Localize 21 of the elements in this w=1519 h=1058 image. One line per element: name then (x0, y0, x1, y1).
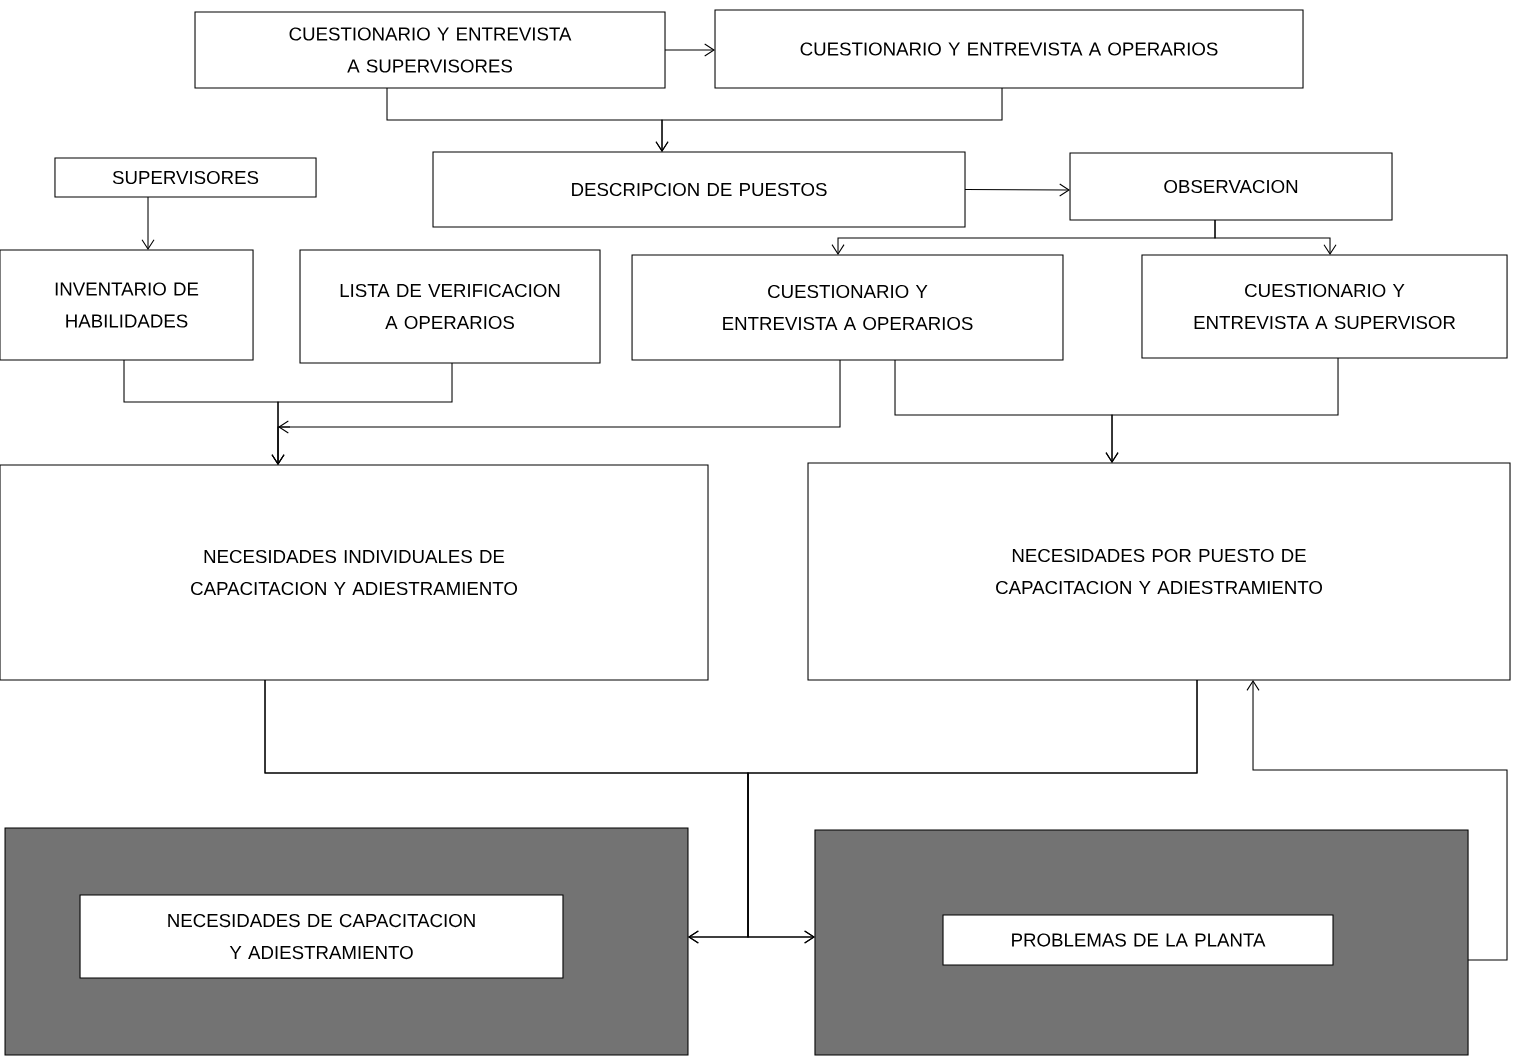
process-box: DESCRIPCION DE PUESTOS (432, 151, 966, 228)
process-box: CUESTIONARIO Y ENTREVISTA A SUPERVISOR (1141, 254, 1508, 359)
arrow (664, 43, 715, 57)
process-box: CUESTIONARIO Y ENTREVISTA A OPERARIOS (714, 9, 1304, 89)
process-box: LISTA DE VERIFICACION A OPERARIOS (299, 249, 601, 364)
label-box: NECESIDADES DE CAPACITACION Y ADIESTRAMIENTO (79, 894, 564, 979)
arrow (1105, 357, 1339, 463)
process-box: NECESIDADES INDIVIDUALES DE CAPACITACION Y ADIESTRAMIENTO (0, 464, 709, 681)
process-box: INVENTARIO DE HABILIDADES (0, 249, 254, 361)
process-box: NECESIDADES POR PUESTO DE CAPACITACION Y ADIESTRAMIENTO (807, 462, 1511, 681)
process-box: CUESTIONARIO Y ENTREVISTA A SUPERVISORES (194, 11, 666, 89)
arrow (655, 87, 1003, 153)
arrow (1214, 219, 1337, 256)
arrow (271, 359, 841, 466)
arrow (1246, 680, 1508, 961)
process-box: OBSERVACION (1069, 152, 1393, 221)
arrow (964, 183, 1070, 197)
label-box: PROBLEMAS DE LA PLANTA (942, 914, 1334, 966)
process-box: CUESTIONARIO Y ENTREVISTA A OPERARIOS (631, 254, 1064, 361)
arrow (141, 196, 155, 250)
process-box: SUPERVISORES (54, 157, 317, 198)
